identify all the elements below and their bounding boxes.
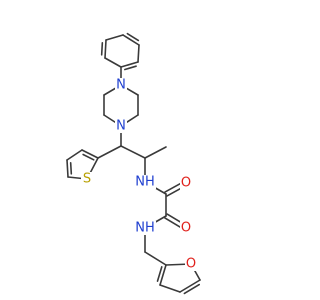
bond-23	[66, 149, 83, 161]
atom-bg-N_pip_top	[115, 78, 127, 92]
bond-5	[124, 65, 137, 71]
atom-label-NH_amide2: NH	[135, 221, 155, 236]
atom-bg-S_thiophene	[81, 172, 93, 186]
bond-0	[105, 34, 124, 41]
atom-bg-NH_amide1	[134, 175, 156, 189]
atom-label-N_pip_top: N	[116, 78, 126, 93]
bond-24	[66, 159, 69, 178]
bond-38	[156, 266, 163, 282]
atom-layer: N N S NH O O NH O	[81, 78, 197, 272]
bond-17	[120, 145, 146, 159]
atom-bg-O_carbonyl1	[180, 176, 192, 190]
bond-18	[144, 146, 167, 159]
bond-37	[159, 264, 167, 286]
atom-bg-N_pip_bottom	[115, 119, 127, 133]
molecule-diagram: N N S NH O O NH O	[66, 32, 201, 295]
bond-2	[100, 42, 104, 56]
bond-20	[97, 145, 122, 159]
bond-40	[179, 279, 201, 293]
bond-8	[126, 32, 140, 42]
atom-bg-NH_amide2	[134, 221, 156, 235]
bond-3	[104, 57, 122, 68]
bond-6	[137, 44, 140, 63]
atom-bg-O_furan	[185, 257, 197, 271]
bond-21	[81, 149, 99, 159]
bond-1	[104, 39, 107, 59]
atom-label-S_thiophene: S	[83, 172, 91, 187]
atom-label-O_carbonyl1: O	[181, 176, 191, 191]
atom-label-O_furan: O	[186, 257, 196, 272]
atom-bg-O_carbonyl2	[180, 221, 192, 235]
bond-22	[82, 153, 95, 161]
bond-25	[69, 161, 73, 175]
bond-7	[122, 34, 140, 46]
bond-39	[159, 284, 181, 293]
atom-label-N_pip_bottom: N	[116, 119, 126, 134]
atom-label-O_carbonyl2: O	[181, 221, 191, 236]
bond-layer	[66, 32, 201, 295]
bond-41	[183, 283, 201, 295]
atom-label-NH_amide1: NH	[135, 175, 155, 190]
bond-36	[144, 251, 167, 266]
bond-4	[120, 61, 139, 68]
